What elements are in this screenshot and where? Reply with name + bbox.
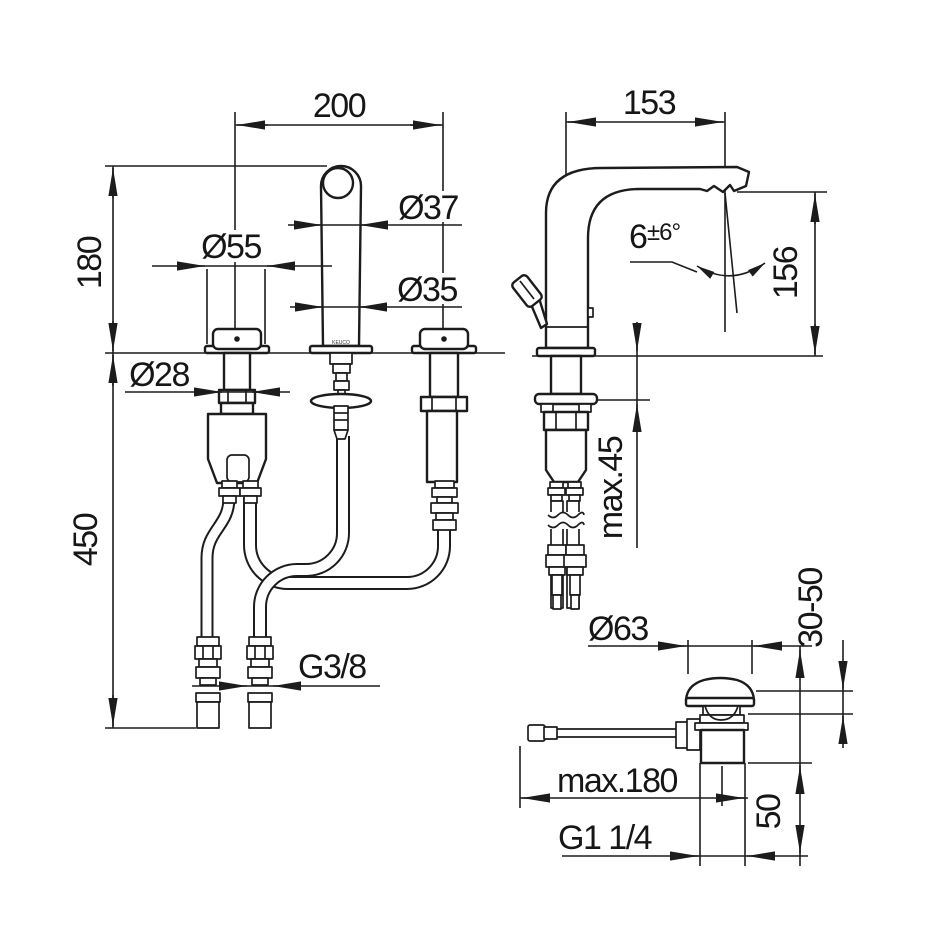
supply-hoses (200, 436, 451, 642)
dim-spout-diameter: Ø35 (290, 271, 462, 312)
outlet-angle-annotation: 6 ±6° (629, 192, 766, 314)
dim-shank-diameter-label: Ø28 (129, 356, 189, 394)
dim-supply-thread: G3/8 (192, 648, 380, 691)
dim-height-below-deck: 450 (67, 353, 118, 728)
dim-plug-diameter-label: Ø63 (588, 610, 648, 648)
pull-rod (527, 724, 678, 742)
front-view: KEUCO (67, 87, 505, 729)
right-valve-unit (410, 327, 478, 531)
dim-max-thickness-label: max.45 (592, 436, 630, 539)
dim-spout-outlet-height-label: 156 (767, 246, 805, 299)
dim-height-above-label: 180 (71, 236, 109, 289)
dim-handle-diameter: Ø55 (152, 228, 332, 271)
dim-spout-outlet-height: 156 (737, 191, 827, 356)
dim-angle-label: 6 (629, 218, 647, 256)
side-view: 6 ±6° 153 156 max.45 (511, 84, 827, 610)
side-spout-body (511, 165, 751, 358)
dim-pull-rod-reach-label: max.180 (557, 762, 677, 800)
drain-view: Ø63 30-50 max.180 G1 1/4 50 (519, 568, 853, 866)
dim-spout-reach-label: 153 (623, 84, 676, 122)
dim-shank-diameter: Ø28 (125, 356, 290, 397)
dim-max-mounting-thickness: max.45 (592, 322, 642, 548)
dim-spout-reach: 153 (566, 84, 725, 127)
waste-body (675, 676, 756, 765)
dim-thickness-range-label: 30-50 (792, 568, 830, 648)
dim-spout-upper-diameter: Ø37 (288, 189, 463, 230)
hose-end-fittings (194, 636, 274, 729)
left-hose-fitting (194, 636, 222, 729)
side-underdeck-assembly (533, 354, 599, 610)
brand-mark-label: KEUCO (332, 340, 350, 346)
dim-plug-diameter: Ø63 (588, 610, 812, 651)
dim-angle-tolerance-label: ±6° (647, 219, 681, 246)
dim-spacing-label: 200 (313, 87, 366, 125)
right-hose-fitting (246, 636, 274, 729)
dim-spout-diameter-label: Ø35 (397, 271, 457, 309)
dim-handle-diameter-label: Ø55 (201, 228, 261, 266)
dim-height-above-deck: 180 (71, 166, 118, 353)
dim-spout-upper-diameter-label: Ø37 (398, 189, 458, 227)
spout-column: KEUCO (308, 164, 374, 440)
dim-height-below-label: 450 (67, 513, 105, 566)
dim-spacing: 200 (235, 87, 443, 130)
dim-tailpiece-length-label: 50 (750, 794, 788, 829)
dim-mounting-thickness-range: 30-50 (792, 568, 848, 748)
left-valve-unit (203, 327, 271, 504)
lever-handle (511, 274, 549, 330)
dim-supply-thread-label: G3/8 (298, 648, 366, 686)
dim-tailpiece-length: 50 (750, 646, 805, 866)
dim-waste-thread-label: G1 1/4 (558, 819, 652, 857)
dim-pull-rod-reach: max.180 (520, 762, 748, 803)
dim-waste-thread: G1 1/4 (558, 819, 808, 861)
